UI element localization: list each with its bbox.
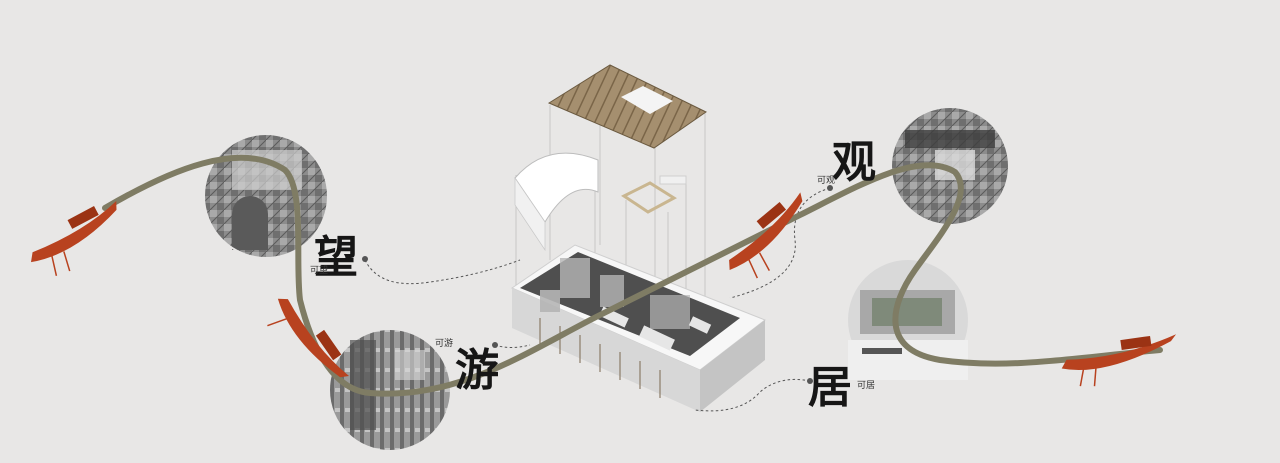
label-wang-big: 望	[314, 232, 358, 283]
leader-lines	[364, 187, 831, 412]
photo-circle-wang	[203, 133, 329, 259]
label-you-big: 游	[455, 345, 499, 396]
leader-dot-wang	[362, 256, 368, 262]
leader-dot-ju	[807, 378, 813, 384]
leader-guan	[729, 187, 831, 299]
leader-dot-you	[492, 342, 498, 348]
leader-wang	[364, 259, 521, 285]
leader-ju	[694, 378, 811, 412]
winding-path	[102, 154, 1163, 397]
label-ju-big: 居	[808, 362, 852, 413]
leader-you	[494, 344, 531, 348]
boat-icon-3	[729, 192, 803, 279]
leader-dot-guan	[827, 185, 833, 191]
boat-icon-1	[31, 200, 117, 277]
boat-icon-2	[267, 298, 350, 378]
boat-icon-4	[1061, 334, 1177, 387]
label-ju-small: 可居	[857, 380, 875, 391]
label-wang-small: 可望	[310, 264, 328, 276]
exploded-building-axonometric	[510, 64, 767, 412]
label-guan-small: 可观	[817, 175, 835, 186]
label-you-small: 可游	[435, 337, 453, 349]
photo-circle-you	[330, 330, 450, 450]
label-guan-big: 观	[832, 137, 876, 188]
